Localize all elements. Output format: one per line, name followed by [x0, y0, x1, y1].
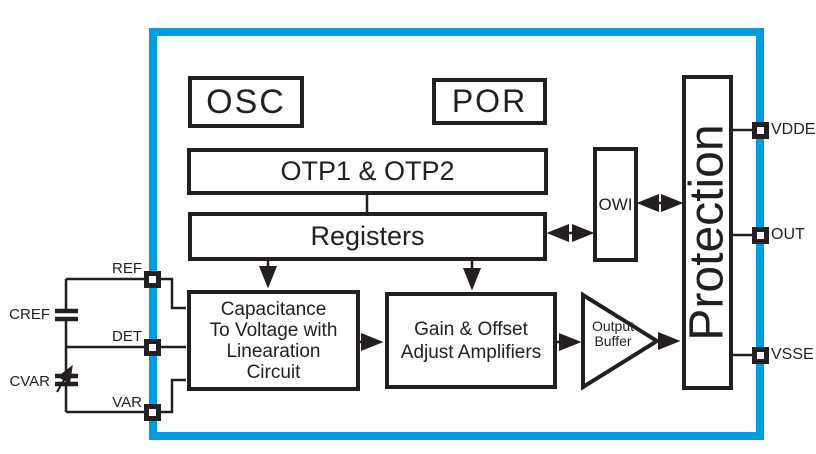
wire-ref-internal	[161, 277, 186, 310]
pin-var-label: VAR	[112, 394, 142, 411]
block-c2v-line: Linearation	[226, 340, 321, 362]
pin-vsse-label: VSSE	[771, 346, 814, 363]
pin-vdde-label: VDDE	[771, 121, 816, 138]
block-otp-label: OTP1 & OTP2	[280, 156, 455, 186]
pin-det	[144, 339, 161, 356]
block-capacitance-to-voltage: Capacitance To Voltage with Linearation …	[187, 290, 360, 391]
block-c2v-line: Capacitance	[220, 298, 327, 320]
block-protection: Protection	[681, 75, 734, 390]
capacitor-cvar-arrow-icon	[56, 364, 73, 393]
capacitor-cref-icon	[55, 308, 78, 322]
output-buffer-line: Output	[591, 318, 635, 334]
pin-out-label: OUT	[771, 226, 805, 243]
block-otp: OTP1 & OTP2	[187, 148, 548, 195]
block-protection-label: Protection	[681, 124, 734, 341]
block-owi: OWI	[593, 147, 638, 262]
block-por-label: POR	[451, 83, 528, 119]
block-gain-line: Gain & Offset	[414, 318, 528, 340]
block-registers-label: Registers	[310, 221, 425, 251]
cvar-label: CVAR	[9, 373, 50, 390]
block-osc-label: OSC	[206, 82, 286, 121]
output-buffer-label: Output Buffer	[584, 319, 642, 349]
pin-out	[752, 227, 769, 244]
pin-var	[144, 404, 161, 421]
block-c2v-line: Circuit	[246, 361, 301, 383]
block-registers: Registers	[188, 212, 547, 261]
output-buffer-line: Buffer	[594, 333, 632, 349]
cref-label: CREF	[9, 306, 50, 323]
block-por: POR	[432, 78, 547, 125]
pin-ref	[144, 271, 161, 288]
pin-ref-label: REF	[112, 260, 142, 277]
output-buffer-triangle	[581, 291, 661, 391]
block-owi-label: OWI	[598, 194, 633, 214]
pin-det-label: DET	[112, 328, 142, 345]
pin-vdde	[752, 122, 769, 139]
pin-vsse	[752, 347, 769, 364]
wire-var-internal	[161, 378, 186, 414]
block-gain-line: Adjust Amplifiers	[400, 341, 542, 363]
block-gain-offset-amplifiers: Gain & Offset Adjust Amplifiers	[385, 292, 557, 389]
block-osc: OSC	[188, 76, 304, 128]
block-c2v-line: To Voltage with	[209, 319, 338, 341]
